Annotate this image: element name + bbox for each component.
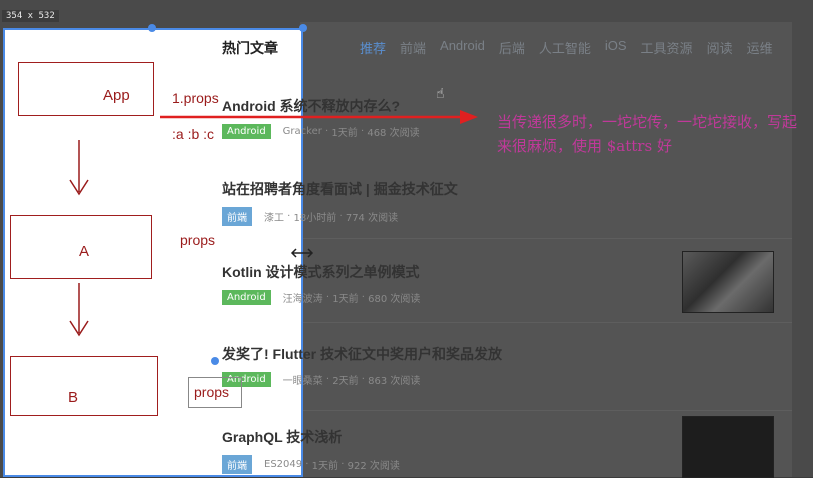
callout-note: 当传递很多时，一坨坨传，一坨坨接收，写起来很麻烦，使用 $attrs 好 bbox=[497, 113, 798, 155]
diagram-box-a bbox=[10, 215, 152, 279]
resize-handle[interactable] bbox=[211, 357, 219, 365]
article-title[interactable]: 站在招聘者角度看面试 | 掘金技术征文 bbox=[222, 181, 458, 197]
article-reads: 922 次阅读 bbox=[347, 461, 400, 472]
diagram-label-a: A bbox=[79, 243, 90, 260]
nav-item-backend[interactable]: 后端 bbox=[498, 41, 525, 56]
article-reads: 680 次阅读 bbox=[368, 294, 421, 305]
nav-item-android[interactable]: Android bbox=[440, 38, 485, 53]
category-badge[interactable]: 前端 bbox=[222, 207, 252, 226]
arrow-head-icon bbox=[460, 110, 478, 124]
resize-handle[interactable] bbox=[299, 24, 307, 32]
resize-cursor-icon bbox=[290, 248, 314, 258]
article-reads: 774 次阅读 bbox=[345, 213, 399, 224]
diagram-label-b: B bbox=[68, 389, 79, 406]
article-time: 18小时前 bbox=[293, 213, 337, 224]
article-author: 漆工 bbox=[264, 213, 284, 224]
category-badge[interactable]: Android bbox=[222, 124, 271, 139]
sidebar-title: 热门文章 bbox=[222, 41, 278, 57]
article-author: Gracker bbox=[282, 126, 322, 137]
article-title[interactable]: 发奖了! Flutter 技术征文中奖用户和奖品发放 bbox=[222, 346, 502, 362]
selection-marquee bbox=[188, 377, 242, 408]
article-time: 1天前 bbox=[311, 461, 339, 472]
article-title[interactable]: Kotlin 设计模式系列之单例模式 bbox=[222, 264, 420, 280]
nav-item-recommend[interactable]: 推荐 bbox=[360, 41, 387, 56]
article-thumbnail[interactable] bbox=[682, 251, 774, 313]
nav-item-ai[interactable]: 人工智能 bbox=[538, 41, 591, 56]
article-reads: 468 次阅读 bbox=[367, 128, 420, 139]
article-author: 汪海波涛 bbox=[282, 294, 323, 305]
nav-item-frontend[interactable]: 前端 bbox=[400, 41, 427, 56]
article-author: ES2049 bbox=[264, 459, 303, 470]
row-divider bbox=[300, 410, 792, 411]
list-item[interactable]: 站在招聘者角度看面试 | 掘金技术征文 前端漆工 · 18小时前 · 774 次… bbox=[222, 181, 458, 226]
diagram-box-b bbox=[10, 356, 158, 416]
article-title[interactable]: Android 系统不释放内存么? bbox=[222, 98, 401, 114]
article-time: 2天前 bbox=[332, 376, 359, 387]
article-time: 1天前 bbox=[332, 294, 359, 305]
annotation-attrs: :a :b :c bbox=[172, 126, 215, 142]
annotation-props-2: props bbox=[180, 232, 216, 248]
nav-item-tools[interactable]: 工具资源 bbox=[640, 41, 693, 56]
category-badge[interactable]: 前端 bbox=[222, 455, 252, 474]
nav-item-ops[interactable]: 运维 bbox=[746, 41, 773, 56]
row-divider bbox=[300, 322, 792, 323]
annotation-props-3: props bbox=[194, 384, 230, 400]
article-time: 1天前 bbox=[331, 128, 358, 139]
category-badge[interactable]: Android bbox=[222, 290, 271, 305]
diagram-box-app bbox=[18, 62, 154, 116]
element-size-badge: 354 x 532 bbox=[2, 10, 59, 22]
diagram-label-app: App bbox=[103, 87, 130, 104]
main-content-frame bbox=[300, 22, 792, 477]
annotation-props-1: 1.props bbox=[172, 90, 219, 106]
nav-item-reading[interactable]: 阅读 bbox=[706, 41, 733, 56]
nav-item-ios[interactable]: iOS bbox=[604, 38, 627, 53]
down-arrow-icon bbox=[69, 140, 89, 196]
top-navigation: 推荐 前端 Android 后端 人工智能 iOS 工具资源 阅读 运维 bbox=[360, 38, 787, 57]
article-reads: 863 次阅读 bbox=[368, 376, 421, 387]
article-author: 一眼桑菜 bbox=[282, 376, 323, 387]
article-title[interactable]: GraphQL 技术浅析 bbox=[222, 429, 343, 445]
hand-cursor-icon: ☝ bbox=[436, 86, 445, 102]
row-divider bbox=[300, 238, 792, 239]
down-arrow-icon bbox=[69, 283, 89, 337]
category-badge[interactable]: Android bbox=[222, 372, 271, 387]
resize-handle[interactable] bbox=[148, 24, 156, 32]
